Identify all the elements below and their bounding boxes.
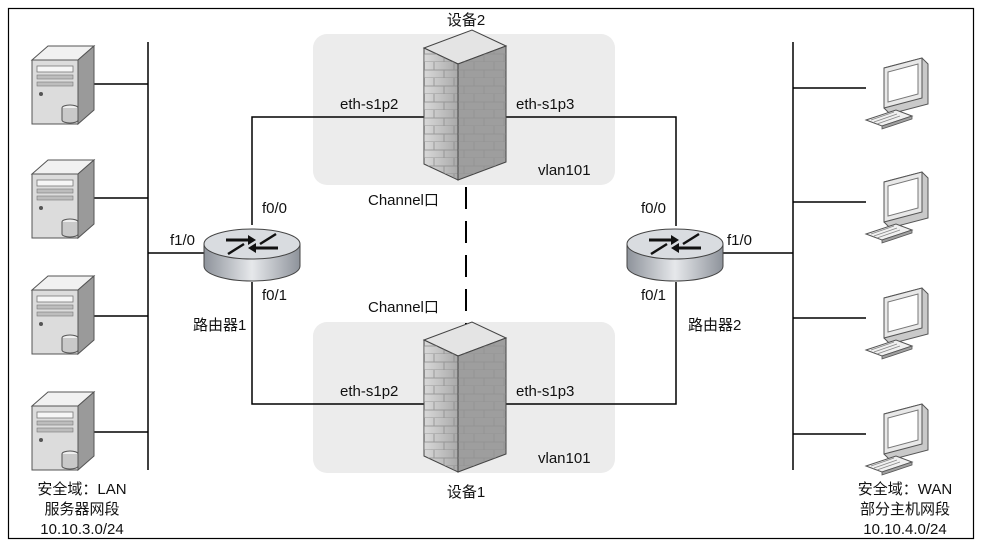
server-icon: [31, 391, 95, 471]
lan-subnet-label: 10.10.3.0/24: [40, 521, 123, 538]
router-2-port-side: f1/0: [727, 232, 752, 249]
router-1-name: 路由器1: [193, 317, 246, 334]
router-2-port-down: f0/1: [641, 287, 666, 304]
router-2-port-up: f0/0: [641, 200, 666, 217]
frame-border: [7, 7, 975, 540]
router-1-icon: [202, 227, 302, 283]
device-1-port-right: eth-s1p3: [516, 383, 574, 400]
wan-zone-label: 安全域：WAN: [858, 480, 952, 498]
device-1-vlan: vlan101: [538, 450, 591, 467]
server-icon: [31, 159, 95, 239]
device-1-name: 设备1: [447, 484, 485, 501]
device-2-vlan: vlan101: [538, 162, 591, 179]
device-2-port-left: eth-s1p2: [340, 96, 398, 113]
lan-bus: [88, 42, 208, 470]
device-2-port-right: eth-s1p3: [516, 96, 574, 113]
server-icon: [31, 275, 95, 355]
lan-zone-label: 安全域：LAN: [37, 480, 126, 498]
links: [251, 116, 677, 405]
pc-icon: [865, 287, 929, 360]
lan-segment-label: 服务器网段: [44, 501, 119, 518]
firewall-device-1-icon: [423, 321, 507, 473]
server-icon: [31, 45, 95, 125]
wan-subnet-label: 10.10.4.0/24: [863, 521, 946, 538]
router-2-name: 路由器2: [688, 317, 741, 334]
router-2-icon: [625, 227, 725, 283]
pc-icon: [865, 57, 929, 130]
wan-segment-label: 部分主机网段: [860, 501, 950, 518]
router-1-port-down: f0/1: [262, 287, 287, 304]
router-1-port-side: f1/0: [170, 232, 195, 249]
firewall-device-2-icon: [423, 29, 507, 181]
pc-icon: [865, 403, 929, 476]
device-1-port-left: eth-s1p2: [340, 383, 398, 400]
device-1-channel: Channel口: [368, 299, 439, 316]
device-2-name: 设备2: [447, 12, 485, 29]
device-2-channel: Channel口: [368, 192, 439, 209]
router-1-port-up: f0/0: [262, 200, 287, 217]
pc-icon: [865, 171, 929, 244]
wan-bus: [720, 42, 866, 470]
